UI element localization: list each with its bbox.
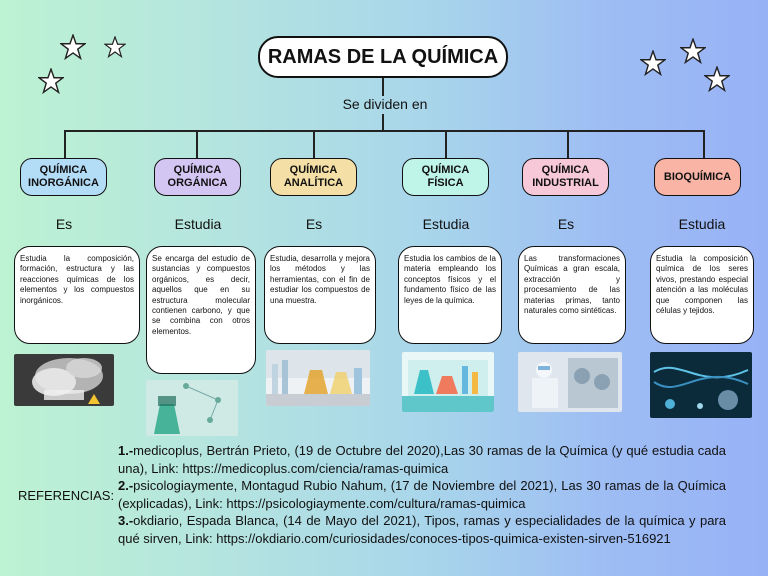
branch-bioquimica: BIOQUÍMICA bbox=[654, 158, 741, 196]
dna-photo bbox=[650, 352, 752, 418]
branch-quimica-industrial: QUÍMICA INDUSTRIAL bbox=[522, 158, 609, 196]
branch-connector-label: Es bbox=[55, 216, 73, 232]
branch-quimica-analitica: QUÍMICA ANALÍTICA bbox=[270, 158, 357, 196]
branch-drop-line bbox=[567, 130, 569, 158]
star-icon bbox=[640, 50, 666, 76]
branch-description: Estudia los cambios de la materia emplea… bbox=[398, 246, 502, 344]
star-icon bbox=[680, 38, 706, 64]
branch-description: Las transformaciones Químicas a gran esc… bbox=[518, 246, 626, 344]
divide-connector-line bbox=[382, 114, 384, 130]
horizontal-connector-line bbox=[64, 130, 704, 132]
branch-quimica-fisica: QUÍMICA FÍSICA bbox=[402, 158, 489, 196]
branch-connector-label: Estudia bbox=[678, 216, 726, 232]
reference-item: 1.-medicoplus, Bertrán Prieto, (19 de Oc… bbox=[118, 443, 726, 476]
star-icon bbox=[38, 68, 64, 94]
branch-description: Estudia la composición, formación, estru… bbox=[14, 246, 140, 344]
reference-item: 3.-okdiario, Espada Blanca, (14 de Mayo … bbox=[118, 513, 726, 546]
star-icon bbox=[704, 66, 730, 92]
branch-drop-line bbox=[313, 130, 315, 158]
branch-description: Estudia la composición química de los se… bbox=[650, 246, 754, 344]
lab-glassware-photo bbox=[266, 350, 370, 406]
branch-description: Se encarga del estudio de sustancias y c… bbox=[146, 246, 256, 374]
branch-connector-label: Estudia bbox=[422, 216, 470, 232]
branch-connector-label: Estudia bbox=[174, 216, 222, 232]
star-icon bbox=[104, 36, 126, 58]
branch-drop-line bbox=[445, 130, 447, 158]
lab-smoke-photo bbox=[14, 354, 114, 406]
references-list: 1.-medicoplus, Bertrán Prieto, (19 de Oc… bbox=[118, 442, 726, 548]
divide-label: Se dividen en bbox=[342, 96, 428, 112]
branch-connector-label: Es bbox=[557, 216, 575, 232]
branch-connector-label: Es bbox=[305, 216, 323, 232]
branch-description: Estudia, desarrolla y mejora los métodos… bbox=[264, 246, 376, 344]
reference-item: 2.-psicologiaymente, Montagud Rubio Nahu… bbox=[118, 478, 726, 511]
lab-illustration bbox=[402, 352, 494, 412]
branch-drop-line bbox=[196, 130, 198, 158]
flask-molecule-photo bbox=[146, 380, 238, 436]
branch-quimica-inorganica: QUÍMICA INORGÁNICA bbox=[20, 158, 107, 196]
branch-drop-line bbox=[64, 130, 66, 158]
page-title: RAMAS DE LA QUÍMICA bbox=[258, 36, 508, 78]
branch-drop-line bbox=[703, 130, 705, 158]
industrial-worker-photo bbox=[518, 352, 622, 412]
references-label: REFERENCIAS: bbox=[18, 488, 115, 503]
branch-quimica-organica: QUÍMICA ORGÁNICA bbox=[154, 158, 241, 196]
star-icon bbox=[60, 34, 86, 60]
title-connector-line bbox=[382, 78, 384, 96]
